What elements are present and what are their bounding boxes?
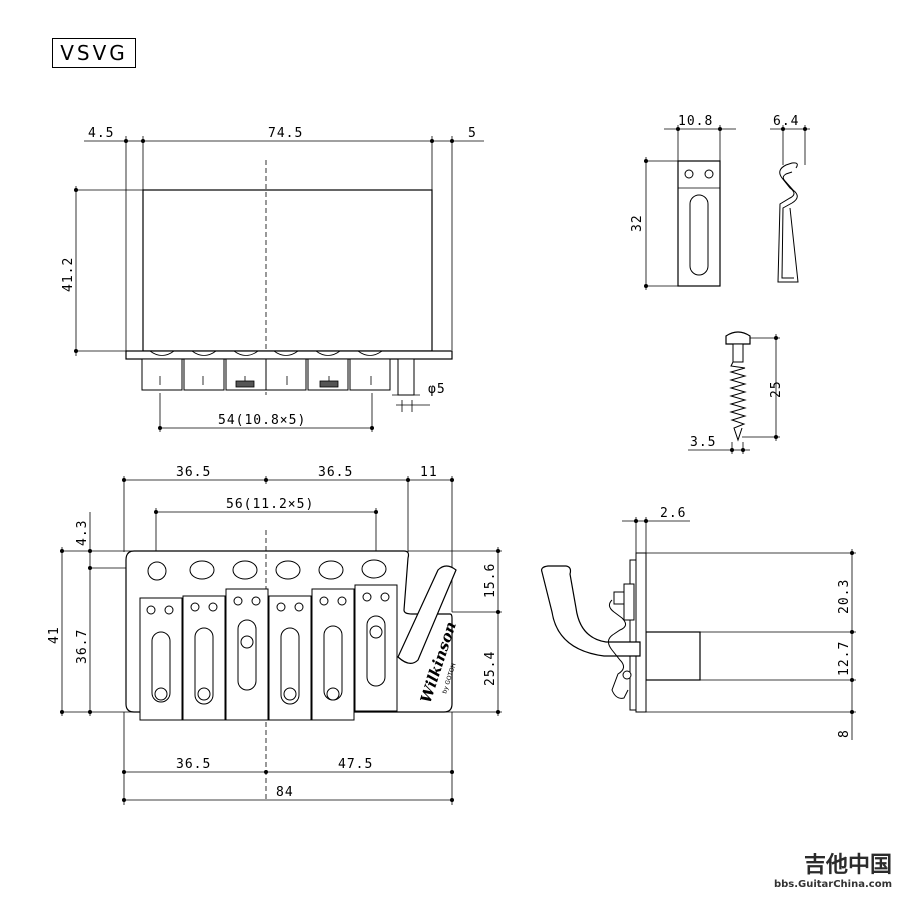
dim-screw-length: 25 — [769, 380, 784, 398]
dim-clip-height: 32 — [630, 214, 645, 232]
side-view: 2.6 20.3 12.7 8 — [541, 506, 856, 740]
dim-front-right-half: 36.5 — [318, 465, 353, 480]
watermark-url: bbs.GuitarChina.com — [773, 879, 892, 890]
dim-clip-side-width: 6.4 — [773, 114, 799, 129]
model-label-box: VSVG — [52, 38, 136, 68]
dim-front-total-width: 84 — [276, 785, 294, 800]
screw-view: 25 3.5 — [688, 331, 784, 454]
dim-top-right-offset: 5 — [468, 126, 477, 141]
model-label: VSVG — [60, 41, 128, 65]
dim-top-width: 74.5 — [268, 126, 303, 141]
dim-front-inner-height: 36.7 — [75, 629, 90, 664]
dim-front-hole-spacing: 56(11.2×5) — [226, 497, 314, 512]
dim-side-lower: 8 — [837, 729, 852, 738]
dim-front-left-half: 36.5 — [176, 465, 211, 480]
dim-screw-diameter: 3.5 — [690, 435, 716, 450]
dim-side-upper: 20.3 — [837, 579, 852, 614]
clip-view: 10.8 32 6.4 — [630, 114, 810, 290]
dim-front-bottom-left: 36.5 — [176, 757, 211, 772]
watermark: 吉他中国 bbs.GuitarChina.com — [774, 847, 892, 890]
dim-front-total-height: 41 — [47, 626, 62, 644]
top-view: 4.5 74.5 5 41.2 φ5 — [61, 126, 484, 432]
dim-front-upper-right: 15.6 — [483, 563, 498, 598]
dim-front-bottom-right: 47.5 — [338, 757, 373, 772]
dim-top-height: 41.2 — [61, 257, 76, 292]
front-view: 36.5 36.5 11 56(11.2×5) 4.3 41 36.7 15.6… — [47, 465, 502, 805]
dim-top-left-offset: 4.5 — [88, 126, 114, 141]
dim-side-middle: 12.7 — [837, 641, 852, 676]
dim-front-right-extra: 11 — [420, 465, 438, 480]
dim-top-spacing: 54(10.8×5) — [218, 413, 306, 428]
dim-side-plate: 2.6 — [660, 506, 686, 521]
dim-top-post: φ5 — [428, 382, 446, 397]
watermark-title: 吉他中国 — [803, 853, 892, 878]
saddles — [139, 584, 398, 721]
dim-clip-width: 10.8 — [678, 114, 713, 129]
dim-front-top-offset: 4.3 — [75, 520, 90, 546]
dim-front-lower-right: 25.4 — [483, 651, 498, 686]
